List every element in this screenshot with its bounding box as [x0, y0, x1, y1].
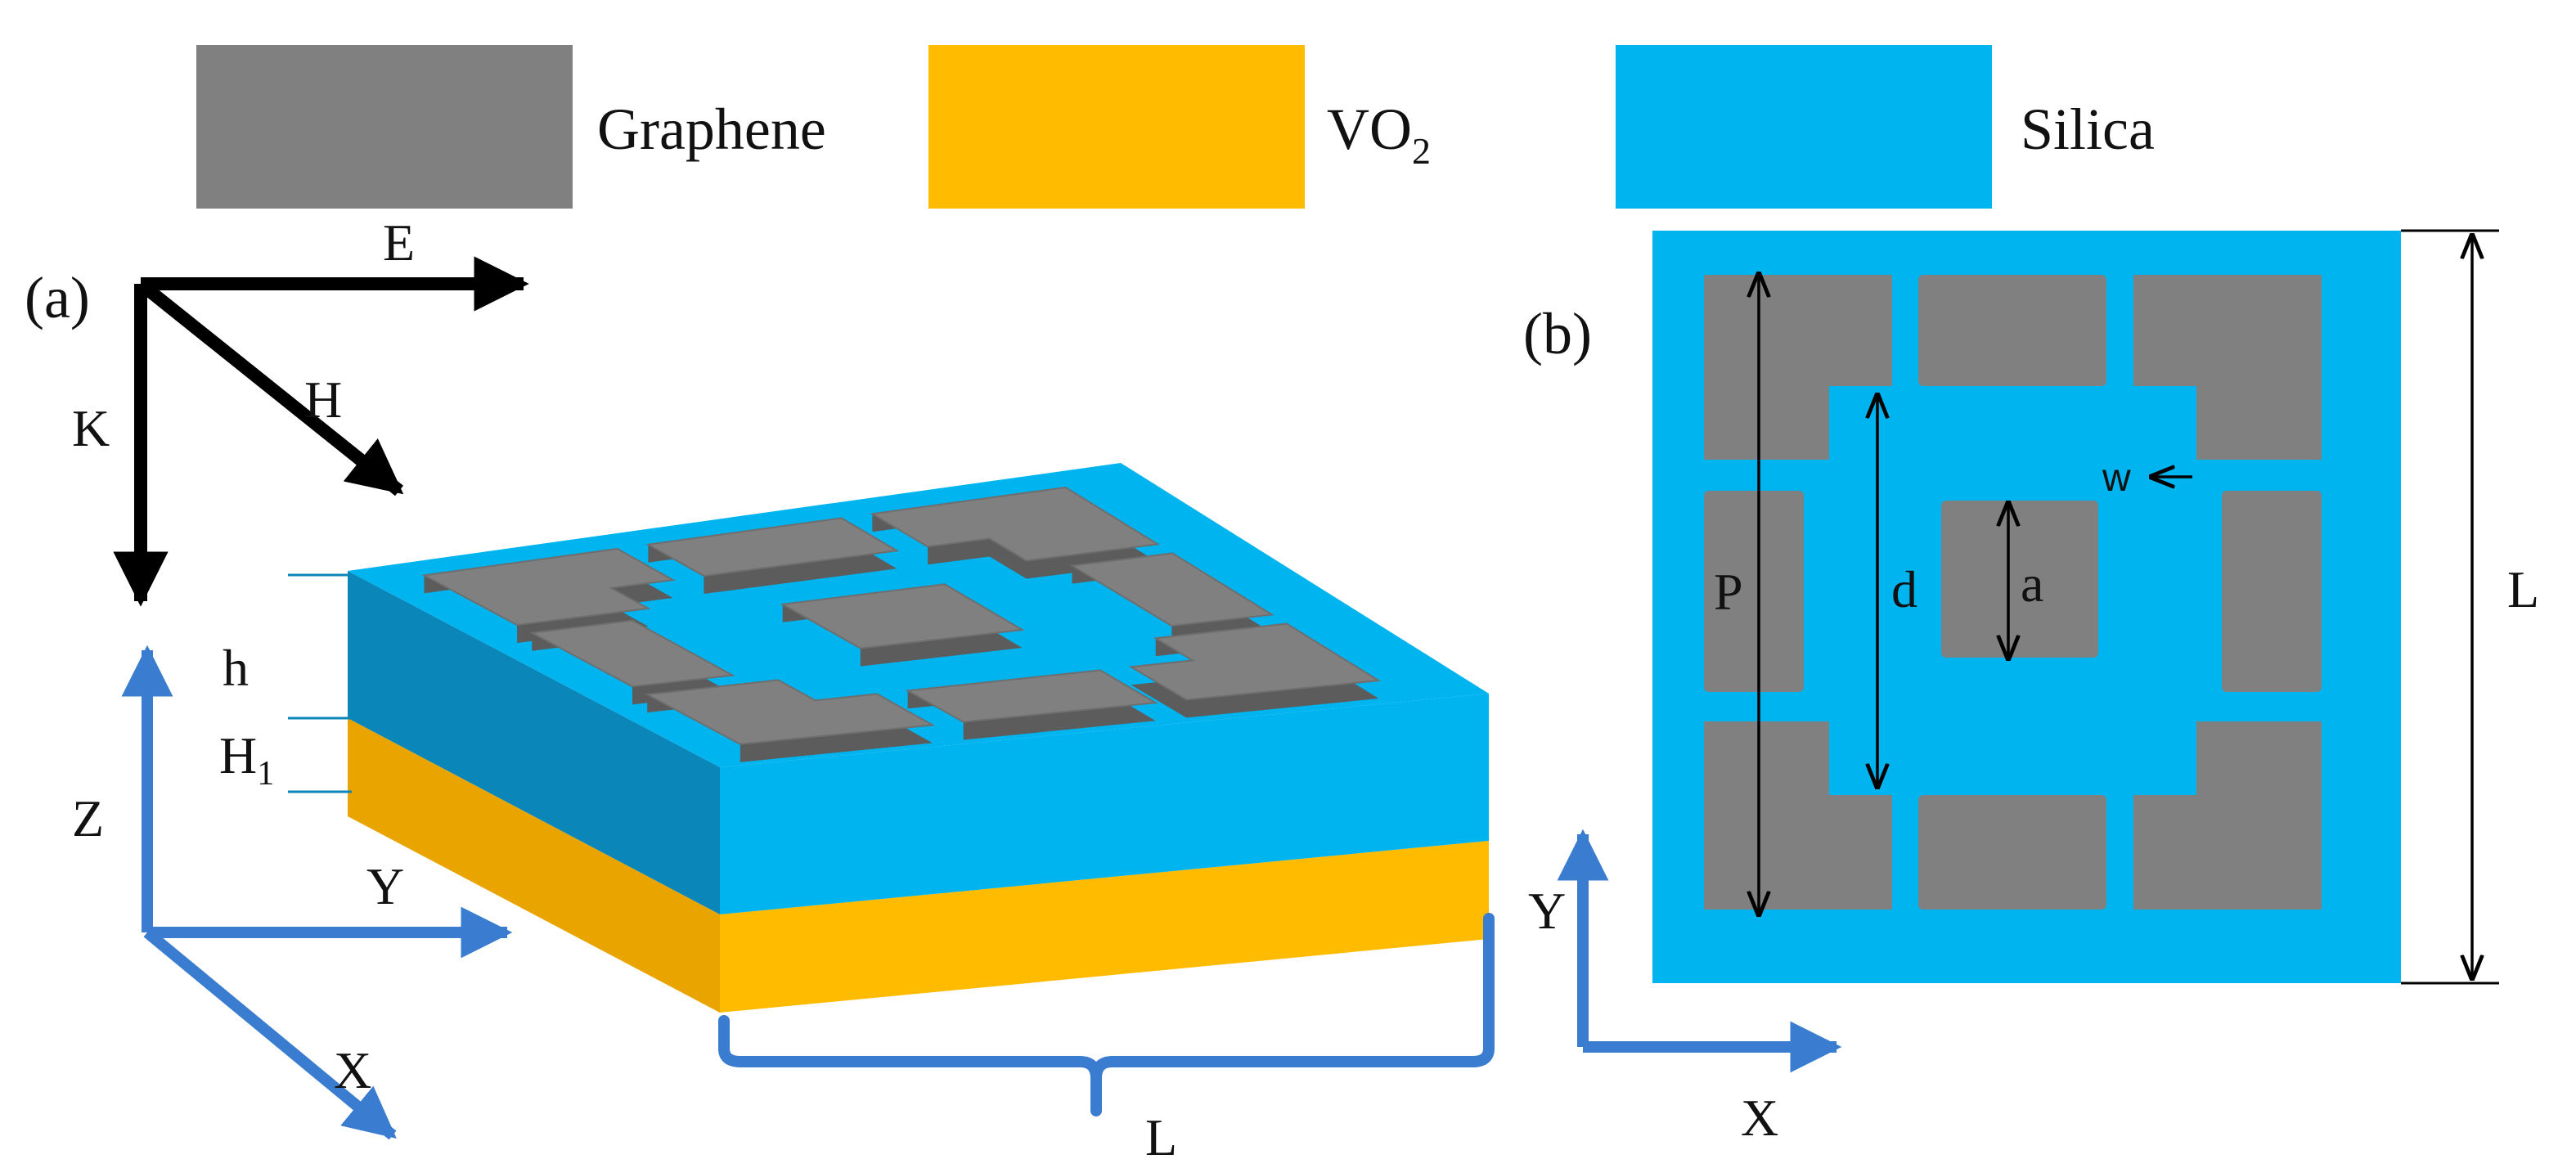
top-view-dimensions: P d a w L [1714, 229, 2539, 985]
brace-length-label: L [1145, 1108, 1177, 1166]
patch-top-middle [1918, 275, 2106, 386]
panel-a: (a) E H K h H1 [25, 213, 1495, 1166]
patch3d-corner-back-right [870, 486, 1161, 562]
patch-center [1941, 501, 2098, 658]
brace-shape [718, 913, 1495, 1116]
a-dim-label: a [2021, 555, 2043, 613]
patch3d-corner-front-right [1128, 622, 1382, 701]
patch-corner-top-right [2133, 275, 2322, 460]
y-axis-label: Y [366, 857, 404, 915]
patch3d-corner-back-left [421, 547, 676, 627]
unit-cell-3d [348, 463, 1489, 1013]
k-wavevector-label: K [72, 399, 110, 457]
legend-vo2-swatch [928, 45, 1305, 209]
d-dim-label: d [1891, 560, 1917, 618]
x-axis-label: X [334, 1041, 371, 1099]
panel-b-label: (b) [1523, 301, 1592, 366]
axes-3d: Z Y X [72, 645, 513, 1140]
thickness-markers: h H1 [219, 573, 352, 793]
w-dim-label: w [2102, 456, 2131, 500]
legend-graphene-label: Graphene [597, 97, 826, 162]
h-field-arrow [137, 278, 404, 496]
legend-graphene-swatch [196, 45, 573, 209]
vo2-thickness-label: H1 [219, 726, 274, 793]
legend-silica-swatch [1616, 45, 1992, 209]
patch-right-middle [2222, 491, 2322, 692]
legend-silica-label: Silica [2021, 97, 2155, 162]
vo2-layer-left-face [348, 718, 720, 1013]
z-axis-label: Z [72, 789, 104, 847]
patch3d-corner-front-left [644, 679, 936, 745]
panel-b: (b) P d a w L Y X [1523, 229, 2539, 1147]
silica-layer-left-face [348, 571, 720, 914]
patch3d-bottom-middle [905, 669, 1158, 723]
legend-vo2-label: VO2 [1327, 97, 1431, 172]
x-axis-arrow [143, 928, 397, 1140]
panel-a-label: (a) [25, 265, 90, 330]
patch3d-center [780, 583, 1025, 649]
e-field-label: E [383, 213, 415, 272]
vo2-layer-front-face [720, 841, 1489, 1013]
patch3d-right-middle [1069, 552, 1275, 627]
patch-corner-bottom-right [2133, 721, 2322, 910]
field-vectors: E H K [72, 213, 529, 607]
patch-bottom-middle [1918, 795, 2106, 910]
l-dim-label: L [2507, 560, 2539, 618]
legend: Graphene VO2 Silica [196, 45, 2155, 209]
patch3d-left-middle [529, 619, 735, 688]
p-dim-label: P [1714, 563, 1743, 621]
h-field-label: H [304, 371, 342, 429]
length-brace: L [718, 913, 1495, 1166]
x-axis-label-b: X [1741, 1089, 1778, 1147]
axes-2d: Y X [1528, 829, 1842, 1147]
graphene-patterns-3d [421, 486, 1382, 762]
silica-thickness-label: h [223, 639, 249, 697]
graphene-patterns-top [1704, 275, 2322, 910]
patch3d-top-middle [645, 517, 900, 577]
y-axis-label-b: Y [1528, 882, 1566, 940]
